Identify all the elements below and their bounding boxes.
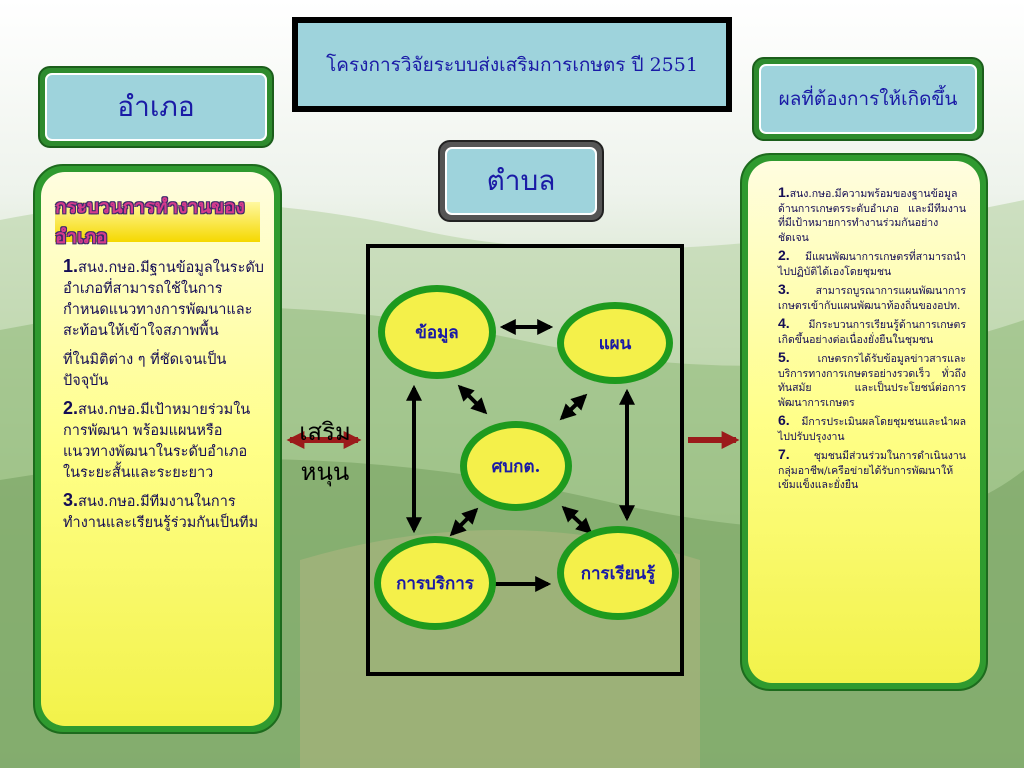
node-plan: แผน bbox=[557, 302, 673, 384]
item-text: สนง.กษอ.มีความพร้อมของฐานข้อมูลด้านการเก… bbox=[778, 188, 966, 244]
district-process-heading-box: กระบวนการทำงานของอำเภอ bbox=[55, 196, 260, 248]
district-process-panel: กระบวนการทำงานของอำเภอ 1.สนง.กษอ.มีฐานข้… bbox=[33, 164, 282, 734]
list-item: ที่ในมิติต่าง ๆ ที่ชัดเจนเป็นปัจจุบัน bbox=[63, 348, 264, 392]
expected-results-label-box: ผลที่ต้องการให้เกิดขึ้น bbox=[752, 57, 984, 141]
list-item: 6. มีการประเมินผลโดยชุมชนและนำผลไปปรับปร… bbox=[778, 413, 966, 444]
item-number: 6. bbox=[778, 412, 790, 428]
item-number: 4. bbox=[778, 315, 790, 331]
list-item: 2.สนง.กษอ.มีเป้าหมายร่วมในการพัฒนา พร้อม… bbox=[63, 398, 264, 484]
item-number: 3. bbox=[778, 281, 790, 297]
item-number: 1. bbox=[778, 184, 790, 200]
item-text: สามารถบูรณาการแผนพัฒนาการเกษตรเข้ากับแผน… bbox=[778, 285, 966, 312]
arrow-info-center bbox=[457, 384, 488, 415]
item-number: 7. bbox=[778, 446, 790, 462]
expected-results-list: 1.สนง.กษอ.มีความพร้อมของฐานข้อมูลด้านการ… bbox=[748, 161, 980, 493]
list-item: 4. มีกระบวนการเรียนรู้ด้านการเกษตรเกิดขึ… bbox=[778, 316, 966, 347]
item-text: สนง.กษอ.มีฐานข้อมูลในระดับอำเภอที่สามารถ… bbox=[63, 260, 264, 339]
item-text: เกษตรกรได้รับข้อมูลข่าวสารและบริการทางกา… bbox=[778, 353, 966, 409]
list-item: 1.สนง.กษอ.มีฐานข้อมูลในระดับอำเภอที่สามา… bbox=[63, 256, 264, 342]
item-number: 1. bbox=[63, 256, 79, 276]
district-label: อำเภอ bbox=[45, 73, 267, 141]
district-label-box: อำเภอ bbox=[38, 66, 274, 148]
item-text: มีแผนพัฒนาการเกษตรที่สามารถนำไปปฏิบัติได… bbox=[778, 251, 966, 278]
title-box: โครงการวิจัยระบบส่งเสริมการเกษตร ปี 2551 bbox=[292, 17, 732, 112]
item-number: 5. bbox=[778, 349, 790, 365]
arrow-service-center bbox=[449, 507, 479, 537]
support-word: หนุน bbox=[300, 458, 350, 486]
district-process-list: 1.สนง.กษอ.มีฐานข้อมูลในระดับอำเภอที่สามา… bbox=[41, 250, 274, 534]
district-process-heading: กระบวนการทำงานของอำเภอ bbox=[55, 196, 245, 248]
promote-support-text: เสริม หนุน bbox=[284, 412, 366, 492]
promote-word: เสริม bbox=[299, 418, 351, 446]
item-number: 3. bbox=[63, 490, 79, 510]
list-item: 2. มีแผนพัฒนาการเกษตรที่สามารถนำไปปฏิบัต… bbox=[778, 248, 966, 279]
item-number: 2. bbox=[778, 247, 790, 263]
item-number: 2. bbox=[63, 398, 79, 418]
node-center: ศบกต. bbox=[460, 421, 572, 511]
node-info: ข้อมูล bbox=[378, 285, 496, 379]
page-title: โครงการวิจัยระบบส่งเสริมการเกษตร ปี 2551 bbox=[298, 23, 726, 106]
item-text: สนง.กษอ.มีเป้าหมายร่วมในการพัฒนา พร้อมแผ… bbox=[63, 402, 251, 481]
node-service: การบริการ bbox=[374, 536, 496, 630]
list-item: 3.สนง.กษอ.มีทีมงานในการทำงานและเรียนรู้ร… bbox=[63, 490, 264, 534]
list-item: 1.สนง.กษอ.มีความพร้อมของฐานข้อมูลด้านการ… bbox=[778, 185, 966, 245]
item-text: ที่ในมิติต่าง ๆ ที่ชัดเจนเป็นปัจจุบัน bbox=[63, 352, 227, 389]
item-text: มีกระบวนการเรียนรู้ด้านการเกษตรเกิดขึ้นอ… bbox=[778, 319, 966, 346]
item-text: ชุมชนมีส่วนร่วมในการดำเนินงาน กลุ่มอาชีพ… bbox=[778, 450, 966, 491]
arrow-plan-center bbox=[559, 393, 588, 421]
subdistrict-label-box: ตำบล bbox=[438, 140, 604, 222]
expected-results-panel: 1.สนง.กษอ.มีความพร้อมของฐานข้อมูลด้านการ… bbox=[740, 153, 988, 691]
list-item: 7. ชุมชนมีส่วนร่วมในการดำเนินงาน กลุ่มอา… bbox=[778, 447, 966, 493]
arrow-learning-center bbox=[561, 505, 593, 535]
expected-results-label: ผลที่ต้องการให้เกิดขึ้น bbox=[759, 64, 977, 134]
node-learning: การเรียนรู้ bbox=[557, 526, 679, 620]
subdistrict-diagram-frame bbox=[366, 244, 684, 676]
item-text: มีการประเมินผลโดยชุมชนและนำผลไปปรับปรุงง… bbox=[778, 416, 966, 443]
list-item: 3. สามารถบูรณาการแผนพัฒนาการเกษตรเข้ากับ… bbox=[778, 282, 966, 313]
list-item: 5. เกษตรกรได้รับข้อมูลข่าวสารและบริการทา… bbox=[778, 350, 966, 410]
subdistrict-label: ตำบล bbox=[445, 147, 597, 215]
item-text: สนง.กษอ.มีทีมงานในการทำงานและเรียนรู้ร่ว… bbox=[63, 494, 259, 531]
